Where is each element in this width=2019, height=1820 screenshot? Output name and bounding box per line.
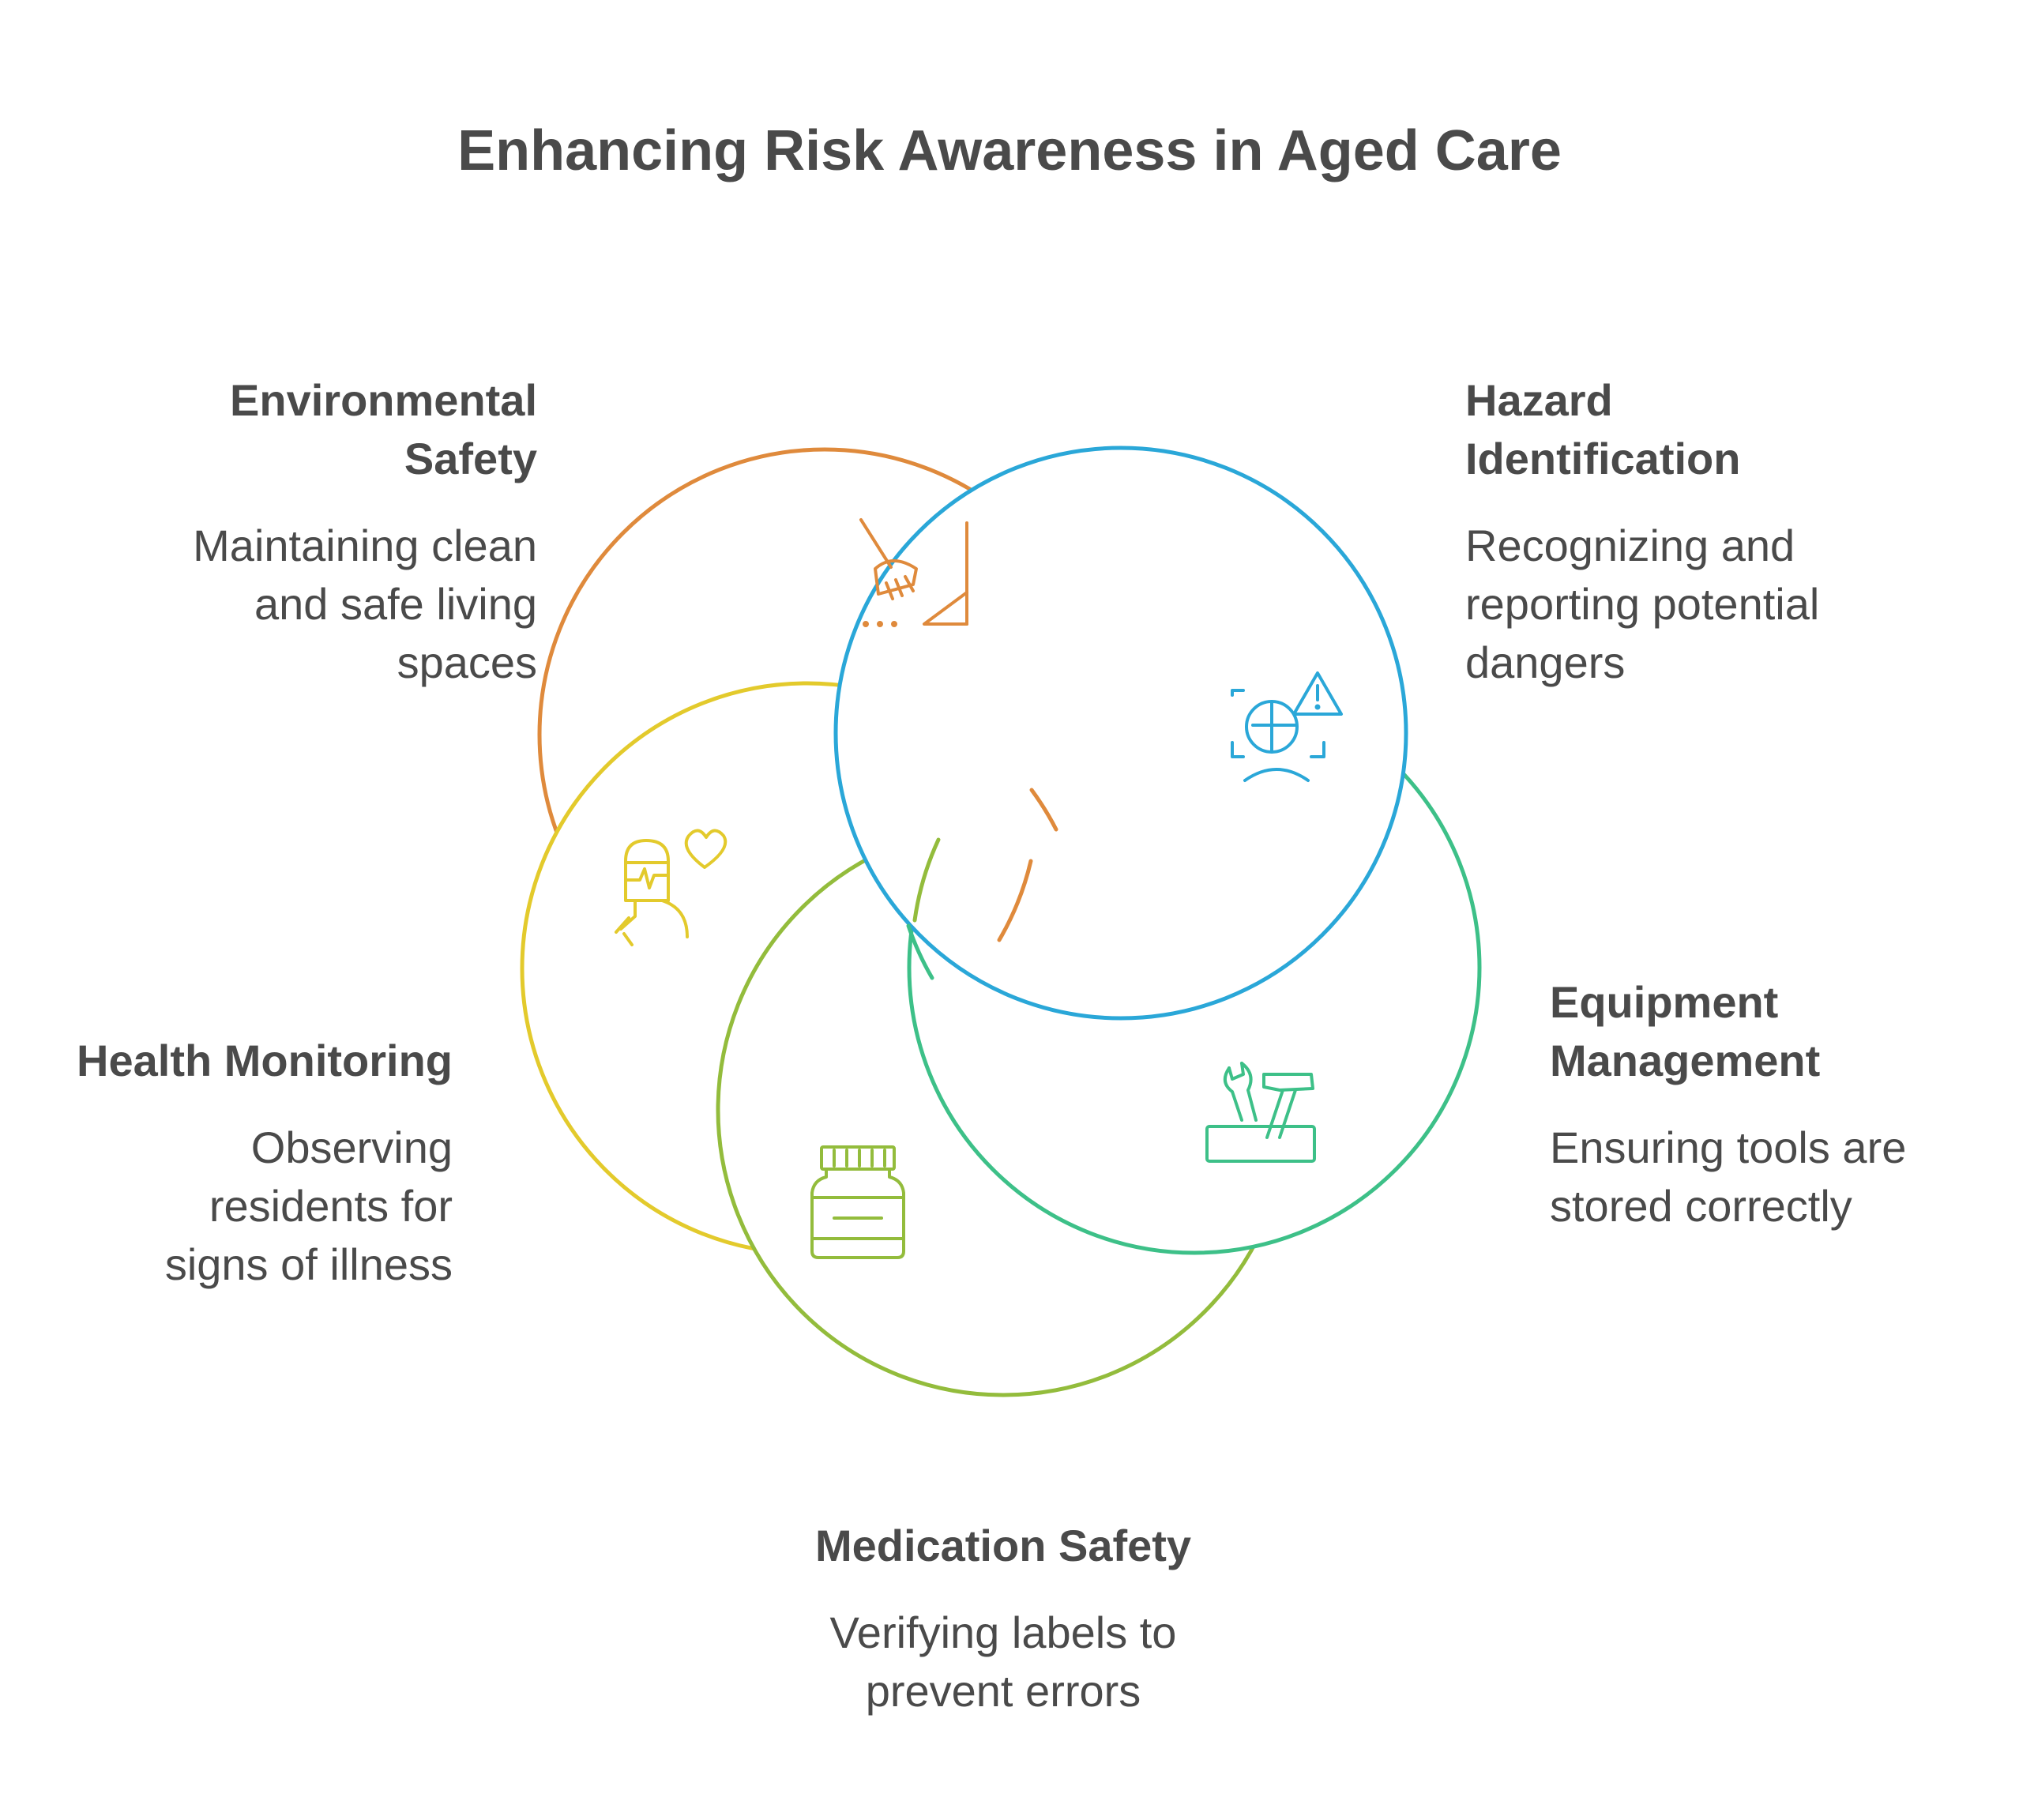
heading-environmental-safety: Environmental Safety [230, 375, 537, 483]
heading-medication-safety: Medication Safety [814, 1521, 1192, 1570]
description-health-monitoring: Observing residents for signs of illness [164, 1122, 453, 1289]
description-hazard-identification: Recognizing and reporting potential dang… [1465, 521, 1820, 687]
heading-health-monitoring: Health Monitoring [77, 1036, 453, 1085]
page-title: Enhancing Risk Awareness in Aged Care [457, 119, 1562, 182]
label-equipment-management: Equipment Management Ensuring tools are … [1550, 973, 1992, 1235]
label-environmental-safety: Environmental Safety Maintaining clean a… [63, 371, 537, 692]
hazard-scan-icon [1231, 671, 1343, 782]
toolbox-icon [1205, 1062, 1316, 1163]
label-medication-safety: Medication Safety Verifying labels to pr… [727, 1517, 1280, 1720]
circle-hazard-identification [833, 446, 1408, 1021]
label-hazard-identification: Hazard Identification Recognizing and re… [1465, 371, 1939, 692]
broom-icon [859, 518, 968, 627]
heading-equipment-management: Equipment Management [1550, 977, 1821, 1085]
circle-overlap-accents [906, 788, 1058, 980]
health-monitor-icon [615, 829, 728, 946]
description-equipment-management: Ensuring tools are stored correctly [1550, 1122, 1907, 1231]
label-health-monitoring: Health Monitoring Observing residents fo… [10, 1032, 453, 1294]
description-medication-safety: Verifying labels to prevent errors [829, 1608, 1177, 1716]
medicine-jar-icon [810, 1145, 905, 1259]
description-environmental-safety: Maintaining clean and safe living spaces [193, 521, 537, 687]
heading-hazard-identification: Hazard Identification [1465, 375, 1741, 483]
